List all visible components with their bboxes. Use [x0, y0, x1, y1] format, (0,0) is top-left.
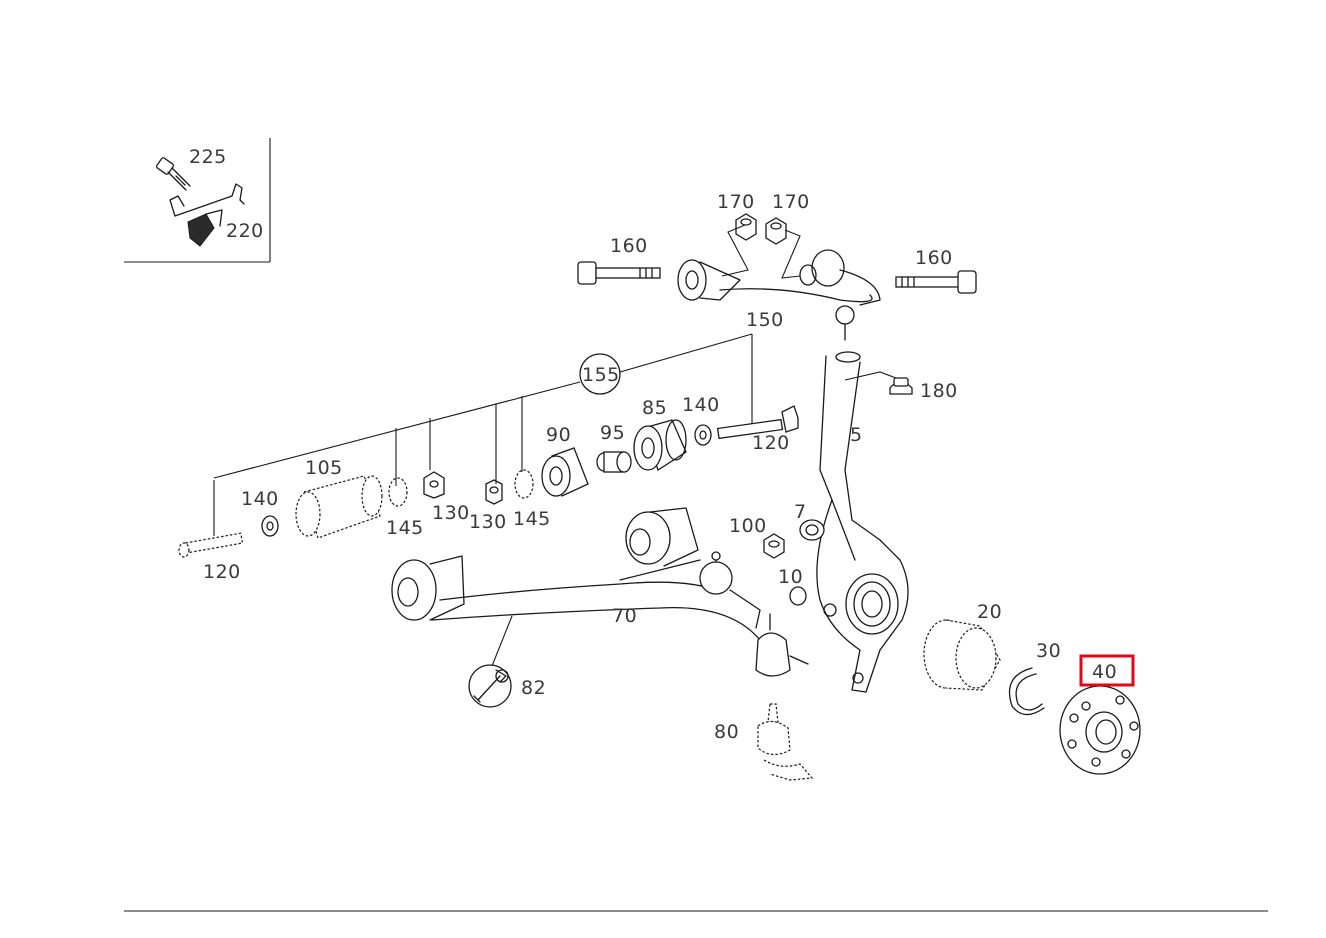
part-120-bolt-lower[interactable]	[178, 532, 244, 558]
highlight-box	[1079, 654, 1135, 687]
part-82-wrench-callout[interactable]	[468, 615, 513, 708]
part-90-bushing[interactable]	[541, 447, 589, 497]
label-160-a[interactable]: 160	[610, 235, 648, 257]
part-170-nut-a[interactable]	[735, 213, 757, 241]
part-130-nut-b[interactable]	[423, 471, 445, 499]
label-70[interactable]: 70	[612, 605, 637, 627]
label-130-b[interactable]: 130	[469, 511, 507, 533]
label-40[interactable]: 40	[1092, 661, 1117, 683]
part-5-steering-knuckle[interactable]	[816, 351, 909, 693]
label-105[interactable]: 105	[305, 457, 343, 479]
part-220-bracket[interactable]	[169, 183, 245, 247]
label-82[interactable]: 82	[521, 677, 546, 699]
leaders-row	[213, 333, 753, 536]
part-140-washer-b[interactable]	[261, 515, 279, 537]
label-90[interactable]: 90	[546, 424, 571, 446]
label-80[interactable]: 80	[714, 721, 739, 743]
label-120-a[interactable]: 120	[752, 432, 790, 454]
part-30-circlip[interactable]	[1008, 667, 1045, 716]
label-7[interactable]: 7	[794, 501, 807, 523]
part-155-callout	[579, 353, 621, 395]
label-160-b[interactable]: 160	[915, 247, 953, 269]
part-labels: 225 220 170 170 160 160 150 155 180 85 1…	[189, 146, 1117, 743]
part-20-wheel-bearing[interactable]	[923, 619, 1001, 691]
label-170-a[interactable]: 170	[717, 191, 755, 213]
part-225-bolt[interactable]	[155, 157, 191, 191]
part-180-cap[interactable]	[889, 377, 913, 395]
part-150-bolt[interactable]	[716, 405, 799, 440]
part-85-bushing[interactable]	[633, 419, 687, 471]
part-80-ball-joint[interactable]	[757, 703, 814, 781]
label-140-a[interactable]: 140	[682, 394, 720, 416]
part-70-lower-control-arm[interactable]	[391, 507, 809, 677]
part-130-nut-a[interactable]	[485, 479, 503, 505]
part-160-bolt-right[interactable]	[895, 270, 977, 294]
part-105-bushing[interactable]	[295, 475, 383, 539]
label-120-b[interactable]: 120	[203, 561, 241, 583]
label-155[interactable]: 155	[582, 364, 620, 386]
inset-frame	[124, 138, 271, 263]
label-5[interactable]: 5	[850, 424, 863, 446]
label-180[interactable]: 180	[920, 380, 958, 402]
label-220[interactable]: 220	[226, 220, 264, 242]
label-10[interactable]: 10	[778, 566, 803, 588]
label-130-a[interactable]: 130	[432, 502, 470, 524]
part-140-washer-a[interactable]	[694, 424, 712, 446]
part-100-nut[interactable]	[763, 533, 785, 559]
label-20[interactable]: 20	[977, 601, 1002, 623]
part-160-bolt-left[interactable]	[577, 261, 661, 285]
label-85[interactable]: 85	[642, 397, 667, 419]
label-150[interactable]: 150	[746, 309, 784, 331]
label-170-b[interactable]: 170	[772, 191, 810, 213]
label-95[interactable]: 95	[600, 422, 625, 444]
part-10-bushing[interactable]	[789, 586, 807, 606]
label-100[interactable]: 100	[729, 515, 767, 537]
label-140-b[interactable]: 140	[241, 488, 279, 510]
leaders-upper	[721, 224, 897, 381]
label-145-a[interactable]: 145	[386, 517, 424, 539]
label-30[interactable]: 30	[1036, 640, 1061, 662]
part-95-sleeve[interactable]	[596, 451, 632, 473]
part-145-shim-a[interactable]	[514, 469, 534, 499]
part-170-nut-b[interactable]	[765, 217, 787, 245]
part-145-shim-b[interactable]	[388, 477, 408, 507]
part-40-wheel-hub[interactable]	[1059, 685, 1141, 775]
part-7-bushing[interactable]	[799, 519, 825, 541]
label-225[interactable]: 225	[189, 146, 227, 168]
label-145-b[interactable]: 145	[513, 508, 551, 530]
part-upper-control-arm[interactable]	[677, 249, 881, 341]
